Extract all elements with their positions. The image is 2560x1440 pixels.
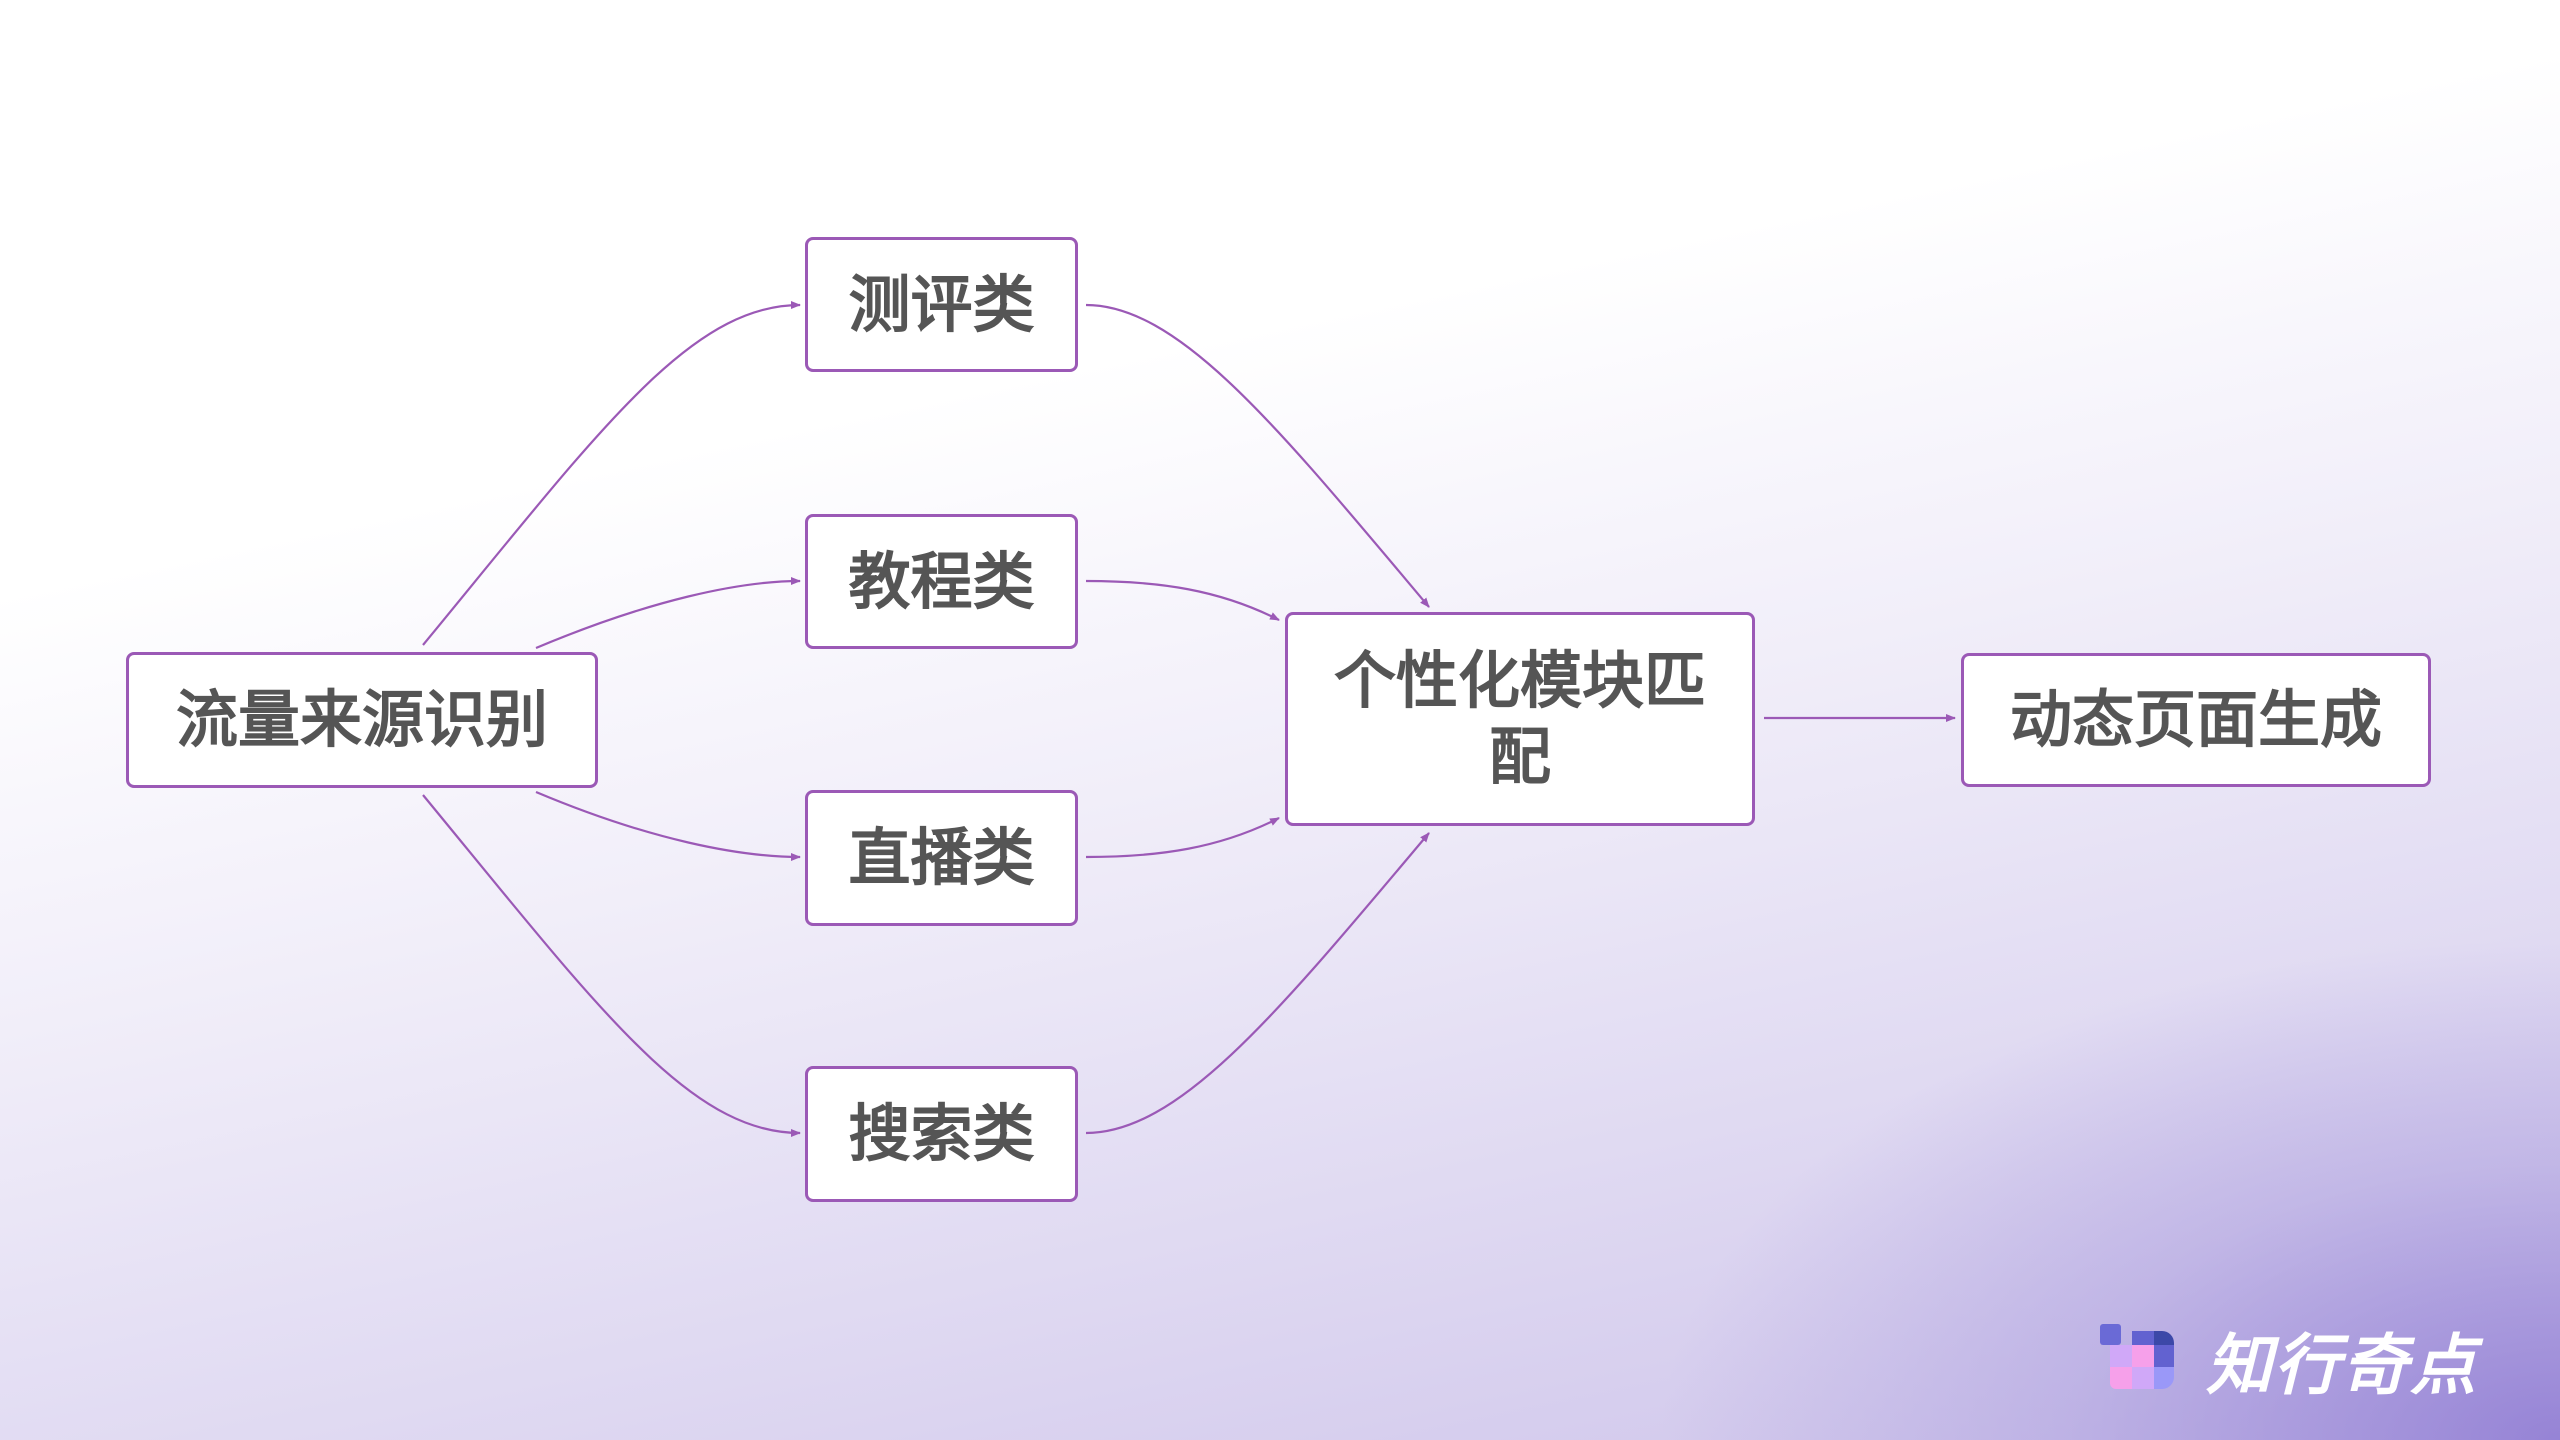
node-live: 直播类 bbox=[805, 790, 1078, 926]
node-tutorial: 教程类 bbox=[805, 514, 1078, 649]
edge-source-to-tutorial bbox=[535, 577, 801, 650]
logo-mark-icon bbox=[2100, 1324, 2174, 1389]
edge-source-to-search bbox=[422, 794, 801, 1137]
edge-source-to-live bbox=[535, 790, 801, 861]
logo-text: 知行奇点 bbox=[2206, 1327, 2478, 1404]
node-search: 搜索类 bbox=[805, 1066, 1078, 1202]
edge-live-to-match bbox=[1085, 817, 1280, 859]
edge-source-to-review bbox=[422, 301, 801, 646]
node-page-output: 动态页面生成 bbox=[1961, 653, 2431, 787]
edge-review-to-match bbox=[1085, 303, 1430, 608]
edge-search-to-match bbox=[1085, 832, 1430, 1135]
node-traffic-source: 流量来源识别 bbox=[126, 652, 598, 788]
brand-logo: 知行奇点 bbox=[2100, 1312, 2478, 1408]
node-review: 测评类 bbox=[805, 237, 1078, 372]
edge-tutorial-to-match bbox=[1085, 579, 1280, 621]
node-module-match: 个性化模块匹配 bbox=[1285, 612, 1755, 826]
